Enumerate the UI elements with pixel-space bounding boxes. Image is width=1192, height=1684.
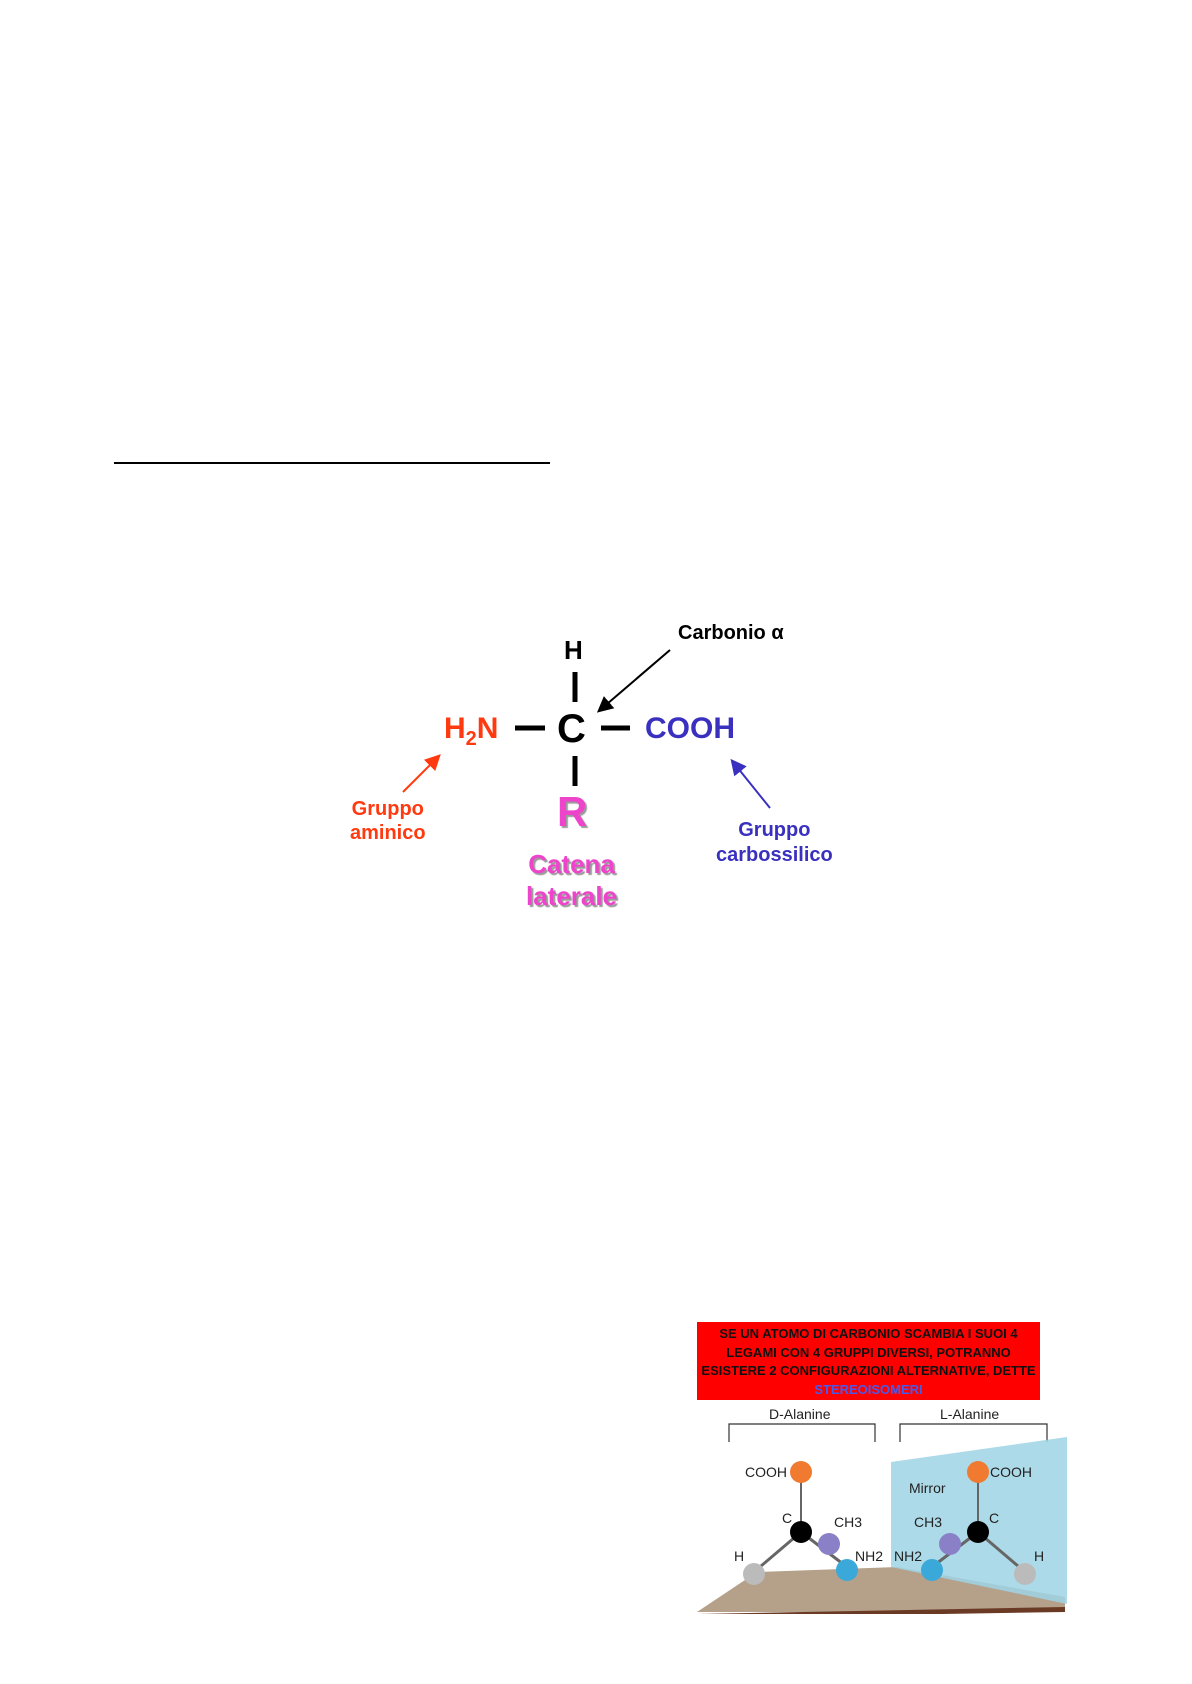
d-nh2-label: NH2 bbox=[855, 1548, 884, 1564]
hydrogen-atom: H bbox=[564, 635, 583, 665]
stereoisomer-figure: SE UN ATOMO DI CARBONIO SCAMBIA I SUOI 4… bbox=[697, 1322, 1069, 1614]
l-nh2-label: NH2 bbox=[894, 1548, 923, 1564]
l-alanine-label: L-Alanine bbox=[940, 1406, 1000, 1422]
alanine-models bbox=[697, 1423, 1067, 1614]
mirror-label: Mirror bbox=[909, 1480, 946, 1496]
d-alanine-label: D-Alanine bbox=[769, 1406, 831, 1422]
d-h-label: H bbox=[734, 1548, 745, 1564]
diagram-bonds-arrows bbox=[402, 649, 771, 809]
l-cooh-label: COOH bbox=[990, 1464, 1032, 1480]
d-cooh-label: COOH bbox=[745, 1464, 787, 1480]
arrow-carboxyl bbox=[730, 758, 771, 809]
carboxyl-group: COOH bbox=[645, 712, 735, 745]
arrow-alpha-carbon bbox=[596, 649, 671, 713]
floor bbox=[697, 1567, 1065, 1612]
d-ch3-label: CH3 bbox=[834, 1514, 863, 1530]
d-c-label: C bbox=[782, 1510, 793, 1526]
l-h-label: H bbox=[1034, 1548, 1045, 1564]
arrow-amino bbox=[402, 754, 441, 793]
amino-group: H2N bbox=[444, 712, 499, 750]
side-chain-symbol: R bbox=[557, 788, 588, 835]
brackets bbox=[728, 1423, 1048, 1442]
stereoisomer-banner: SE UN ATOMO DI CARBONIO SCAMBIA I SUOI 4… bbox=[697, 1322, 1040, 1400]
horizontal-rule bbox=[114, 462, 550, 464]
l-ch3-label: CH3 bbox=[914, 1514, 943, 1530]
l-c-label: C bbox=[989, 1510, 1000, 1526]
alpha-carbon-label: Carbonio α bbox=[678, 622, 784, 644]
alpha-carbon-atom: C bbox=[557, 707, 586, 751]
